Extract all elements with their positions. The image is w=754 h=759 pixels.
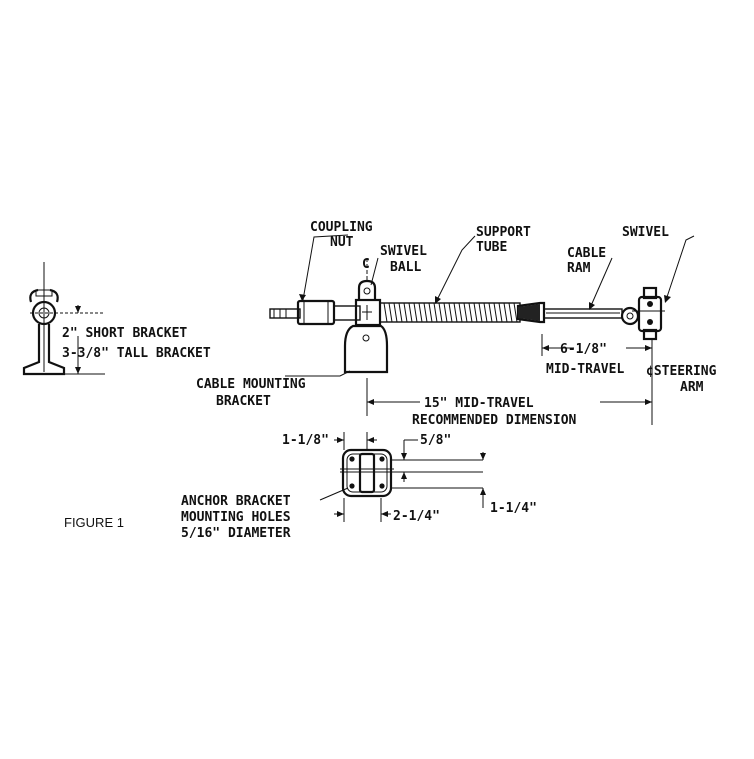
- dimension-lines: [366, 334, 653, 425]
- coil-ring: [383, 302, 388, 323]
- short-bracket-label: 2" SHORT BRACKET: [62, 326, 187, 341]
- cable-mounting-bracket-part: [343, 324, 389, 374]
- swivel-ball-label-1: SWIVEL: [380, 244, 427, 259]
- cable-mounting-label-1: CABLE MOUNTING: [196, 377, 306, 392]
- cable-mounting-label-2: BRACKET: [216, 394, 271, 409]
- coil-ring: [478, 302, 483, 323]
- coil-ring: [458, 302, 463, 323]
- recommended-label-1: 15" MID-TRAVEL: [424, 396, 534, 411]
- coil-ring: [403, 302, 408, 323]
- dim-1-1-4: 1-1/4": [490, 501, 537, 516]
- coupling-label-2: NUT: [330, 235, 354, 250]
- coupling-nut-part: [296, 299, 336, 326]
- coil-ring: [443, 302, 448, 323]
- coil-ring: [493, 302, 498, 323]
- coil-ring: [453, 302, 458, 323]
- coil-ring: [423, 302, 428, 323]
- coil-ring: [433, 302, 438, 323]
- support-tube-coils: [383, 302, 518, 323]
- tall-bracket-label: 3-3/8" TALL BRACKET: [62, 346, 211, 361]
- coil-ring: [388, 302, 393, 323]
- dim-5-8: 5/8": [420, 433, 451, 448]
- support-tube-label-2: TUBE: [476, 240, 507, 255]
- cable-ram-label-2: RAM: [567, 261, 591, 276]
- anchor-label-2: MOUNTING HOLES: [181, 510, 291, 525]
- coil-ring: [398, 302, 403, 323]
- swivel-ball-part: [357, 279, 377, 300]
- anchor-label-3: 5/16" DIAMETER: [181, 526, 291, 541]
- coil-ring: [513, 302, 518, 323]
- coil-ring: [413, 302, 418, 323]
- mid-travel-dimension: 6-1/8": [560, 342, 607, 357]
- coil-ring: [448, 302, 453, 323]
- coil-ring: [393, 302, 398, 323]
- swivel-label: SWIVEL: [622, 225, 669, 240]
- bracket-profile-drawing: [22, 262, 105, 376]
- coupling-label-1: COUPLING: [310, 220, 373, 235]
- coil-ring: [503, 302, 508, 323]
- anchor-label-1: ANCHOR BRACKET: [181, 494, 291, 509]
- steering-label-2: ARM: [680, 380, 704, 395]
- coil-ring: [508, 302, 513, 323]
- support-tube-label-1: SUPPORT: [476, 225, 531, 240]
- coil-ring: [498, 302, 503, 323]
- coil-ring: [438, 302, 443, 323]
- coil-ring: [483, 302, 488, 323]
- mid-travel-label: MID-TRAVEL: [546, 362, 624, 377]
- swivel-ball-label-2: BALL: [390, 260, 421, 275]
- anchor-bracket-drawing: [319, 432, 486, 522]
- cable-ram-label-1: CABLE: [567, 246, 606, 261]
- coil-ring: [418, 302, 423, 323]
- coil-ring: [408, 302, 413, 323]
- steering-label-1: ¢STEERING: [646, 364, 717, 379]
- coil-ring: [428, 302, 433, 323]
- figure-label: FIGURE 1: [64, 515, 124, 530]
- dim-2-1-4: 2-1/4": [393, 509, 440, 524]
- recommended-label-2: RECOMMENDED DIMENSION: [412, 413, 577, 428]
- coil-ring: [468, 302, 473, 323]
- leader-lines: [285, 234, 695, 377]
- dim-1-1-8: 1-1/8": [282, 433, 329, 448]
- centerline-mark: C: [362, 257, 370, 272]
- coil-ring: [473, 302, 478, 323]
- coil-ring: [488, 302, 493, 323]
- coil-ring: [463, 302, 468, 323]
- cable-assembly-drawing: [269, 258, 665, 374]
